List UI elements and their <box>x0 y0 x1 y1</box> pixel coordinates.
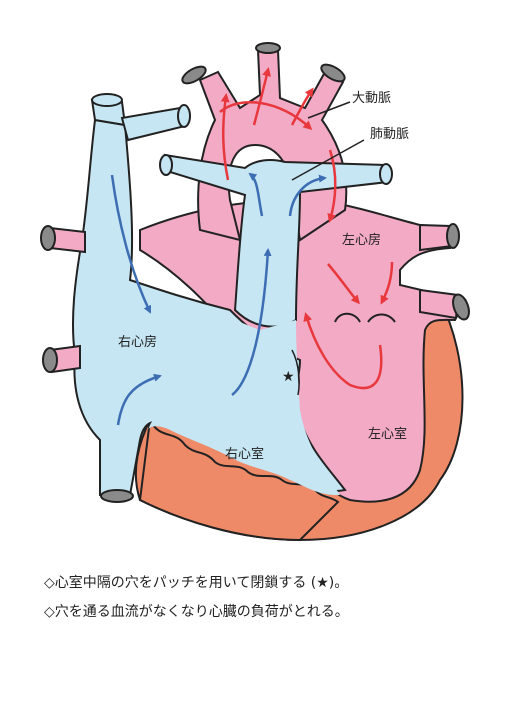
aorta-branch-left-cap <box>181 65 207 85</box>
right-ventricle <box>148 318 340 496</box>
blue-arrow-ivc <box>116 373 162 426</box>
pulmonary-artery-leader <box>291 139 365 181</box>
pulmonary-artery-left-cap <box>159 154 173 176</box>
patch-star: ★ <box>282 369 295 385</box>
right-ventricle-trabeculae <box>138 416 340 542</box>
heart-diagram: 大動脈 肺動脈 左心房 右心房 右心室 左心室 ★ <box>40 42 470 542</box>
svc-branch-cap <box>177 104 191 128</box>
inferior-vena-cava-cap <box>100 489 134 503</box>
aorta-leader <box>307 101 351 119</box>
pulmonary-vein-lower-cap <box>452 293 470 321</box>
red-arrow-la-1 <box>327 263 360 305</box>
valve-right <box>367 313 396 323</box>
left-atrium-label: 左心房 <box>342 232 381 248</box>
pulmonary-vein-upper-cap <box>446 223 460 249</box>
aorta-branch-mid-cap <box>255 42 281 54</box>
blue-arrow-rv-outflow <box>231 248 272 396</box>
blue-arrow-svc <box>110 174 152 314</box>
blue-arrow-pa-left <box>248 172 264 217</box>
caption-line-1: ◇心室中隔の穴をパッチを用いて閉鎖する (★)。 <box>44 575 349 591</box>
red-arrow-lv-outflow <box>303 312 383 390</box>
right-ventricle-label: 右心室 <box>225 446 264 462</box>
pulmonary-artery-right-cap <box>379 163 393 185</box>
right-pulmonary-vein-lower-cap <box>42 347 58 373</box>
superior-vena-cava-cap <box>91 93 123 107</box>
red-arrow-aorta-right <box>290 87 314 126</box>
red-arrow-la-2 <box>380 261 394 305</box>
red-arrow-desc <box>327 149 337 223</box>
svc-branch <box>120 106 187 142</box>
aorta-branch-right-cap <box>320 63 346 83</box>
caption-line-2: ◇穴を通る血流がなくなり心臓の負荷がとれる。 <box>44 604 349 620</box>
right-pulmonary-vein-upper-cap <box>40 225 56 251</box>
red-arrow-aorta-left <box>220 93 230 181</box>
red-arrow-aorta-up <box>252 67 271 126</box>
aorta-label: 大動脈 <box>352 91 391 106</box>
pulmonary-artery-label: 肺動脈 <box>370 127 409 142</box>
valve-left <box>334 312 361 323</box>
red-arrow-arch <box>219 100 313 131</box>
septal-patch <box>291 349 300 396</box>
left-ventricle-label: 左心室 <box>368 426 407 442</box>
pulmonary-vein-lower <box>419 288 460 320</box>
blue-arrow-pa-right <box>288 174 327 217</box>
right-atrium-label: 右心房 <box>118 334 157 350</box>
